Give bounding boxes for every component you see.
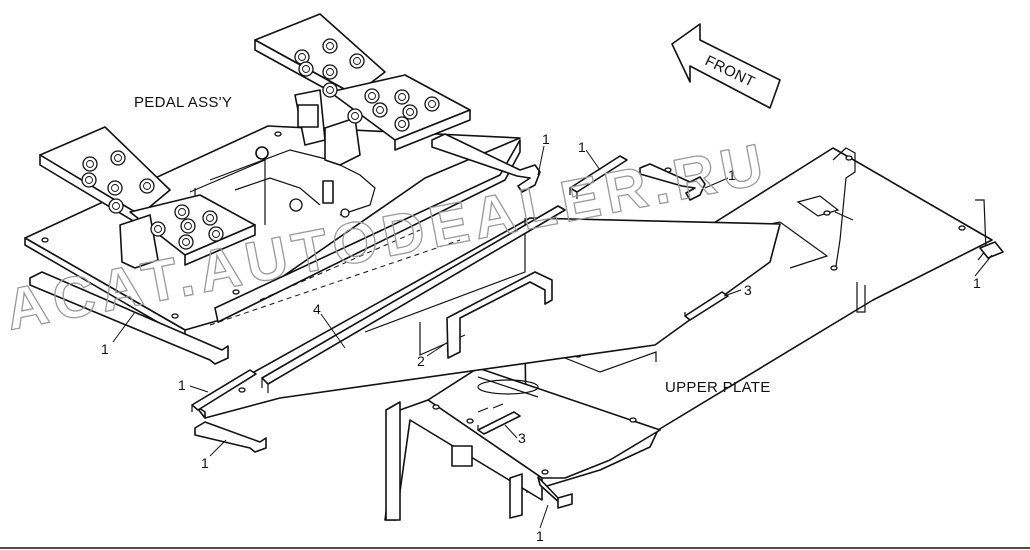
rubber-strips-part-1	[29, 133, 1004, 509]
callout-1-front-hook: 1	[201, 455, 209, 471]
callout-1-rear-hook: 1	[542, 131, 550, 147]
pedal-rear-holes	[294, 38, 440, 132]
pedal-front	[39, 126, 256, 269]
pedal-assembly	[24, 125, 521, 339]
pedal-rear	[254, 13, 471, 166]
upper-plate-label: UPPER PLATE	[665, 379, 771, 396]
callouts: 1 1 1 1 1 1 1 1 2 3 3 4	[101, 131, 981, 544]
pedal-front-holes	[81, 150, 224, 250]
callout-3-upper: 3	[744, 282, 752, 298]
leader-lines	[112, 145, 993, 529]
callout-4-long-bar: 4	[313, 301, 321, 317]
callout-2-handle: 2	[417, 353, 425, 369]
callout-1-bottom-rail: 1	[536, 528, 544, 544]
callout-1-strip-top: 1	[578, 139, 586, 155]
front-arrow: FRONT	[671, 23, 781, 109]
callout-1-mid-hook: 1	[728, 167, 736, 183]
callout-1-front-strip: 1	[178, 377, 186, 393]
lower-frame	[384, 367, 661, 521]
pedal-assy-label: PEDAL ASS'Y	[134, 94, 232, 111]
callout-3-lower: 3	[518, 430, 526, 446]
long-bar-part-4	[261, 205, 566, 393]
callout-1-left-rail: 1	[101, 341, 109, 357]
callout-1-right-edge: 1	[973, 275, 981, 291]
handle-part-2	[446, 271, 553, 359]
